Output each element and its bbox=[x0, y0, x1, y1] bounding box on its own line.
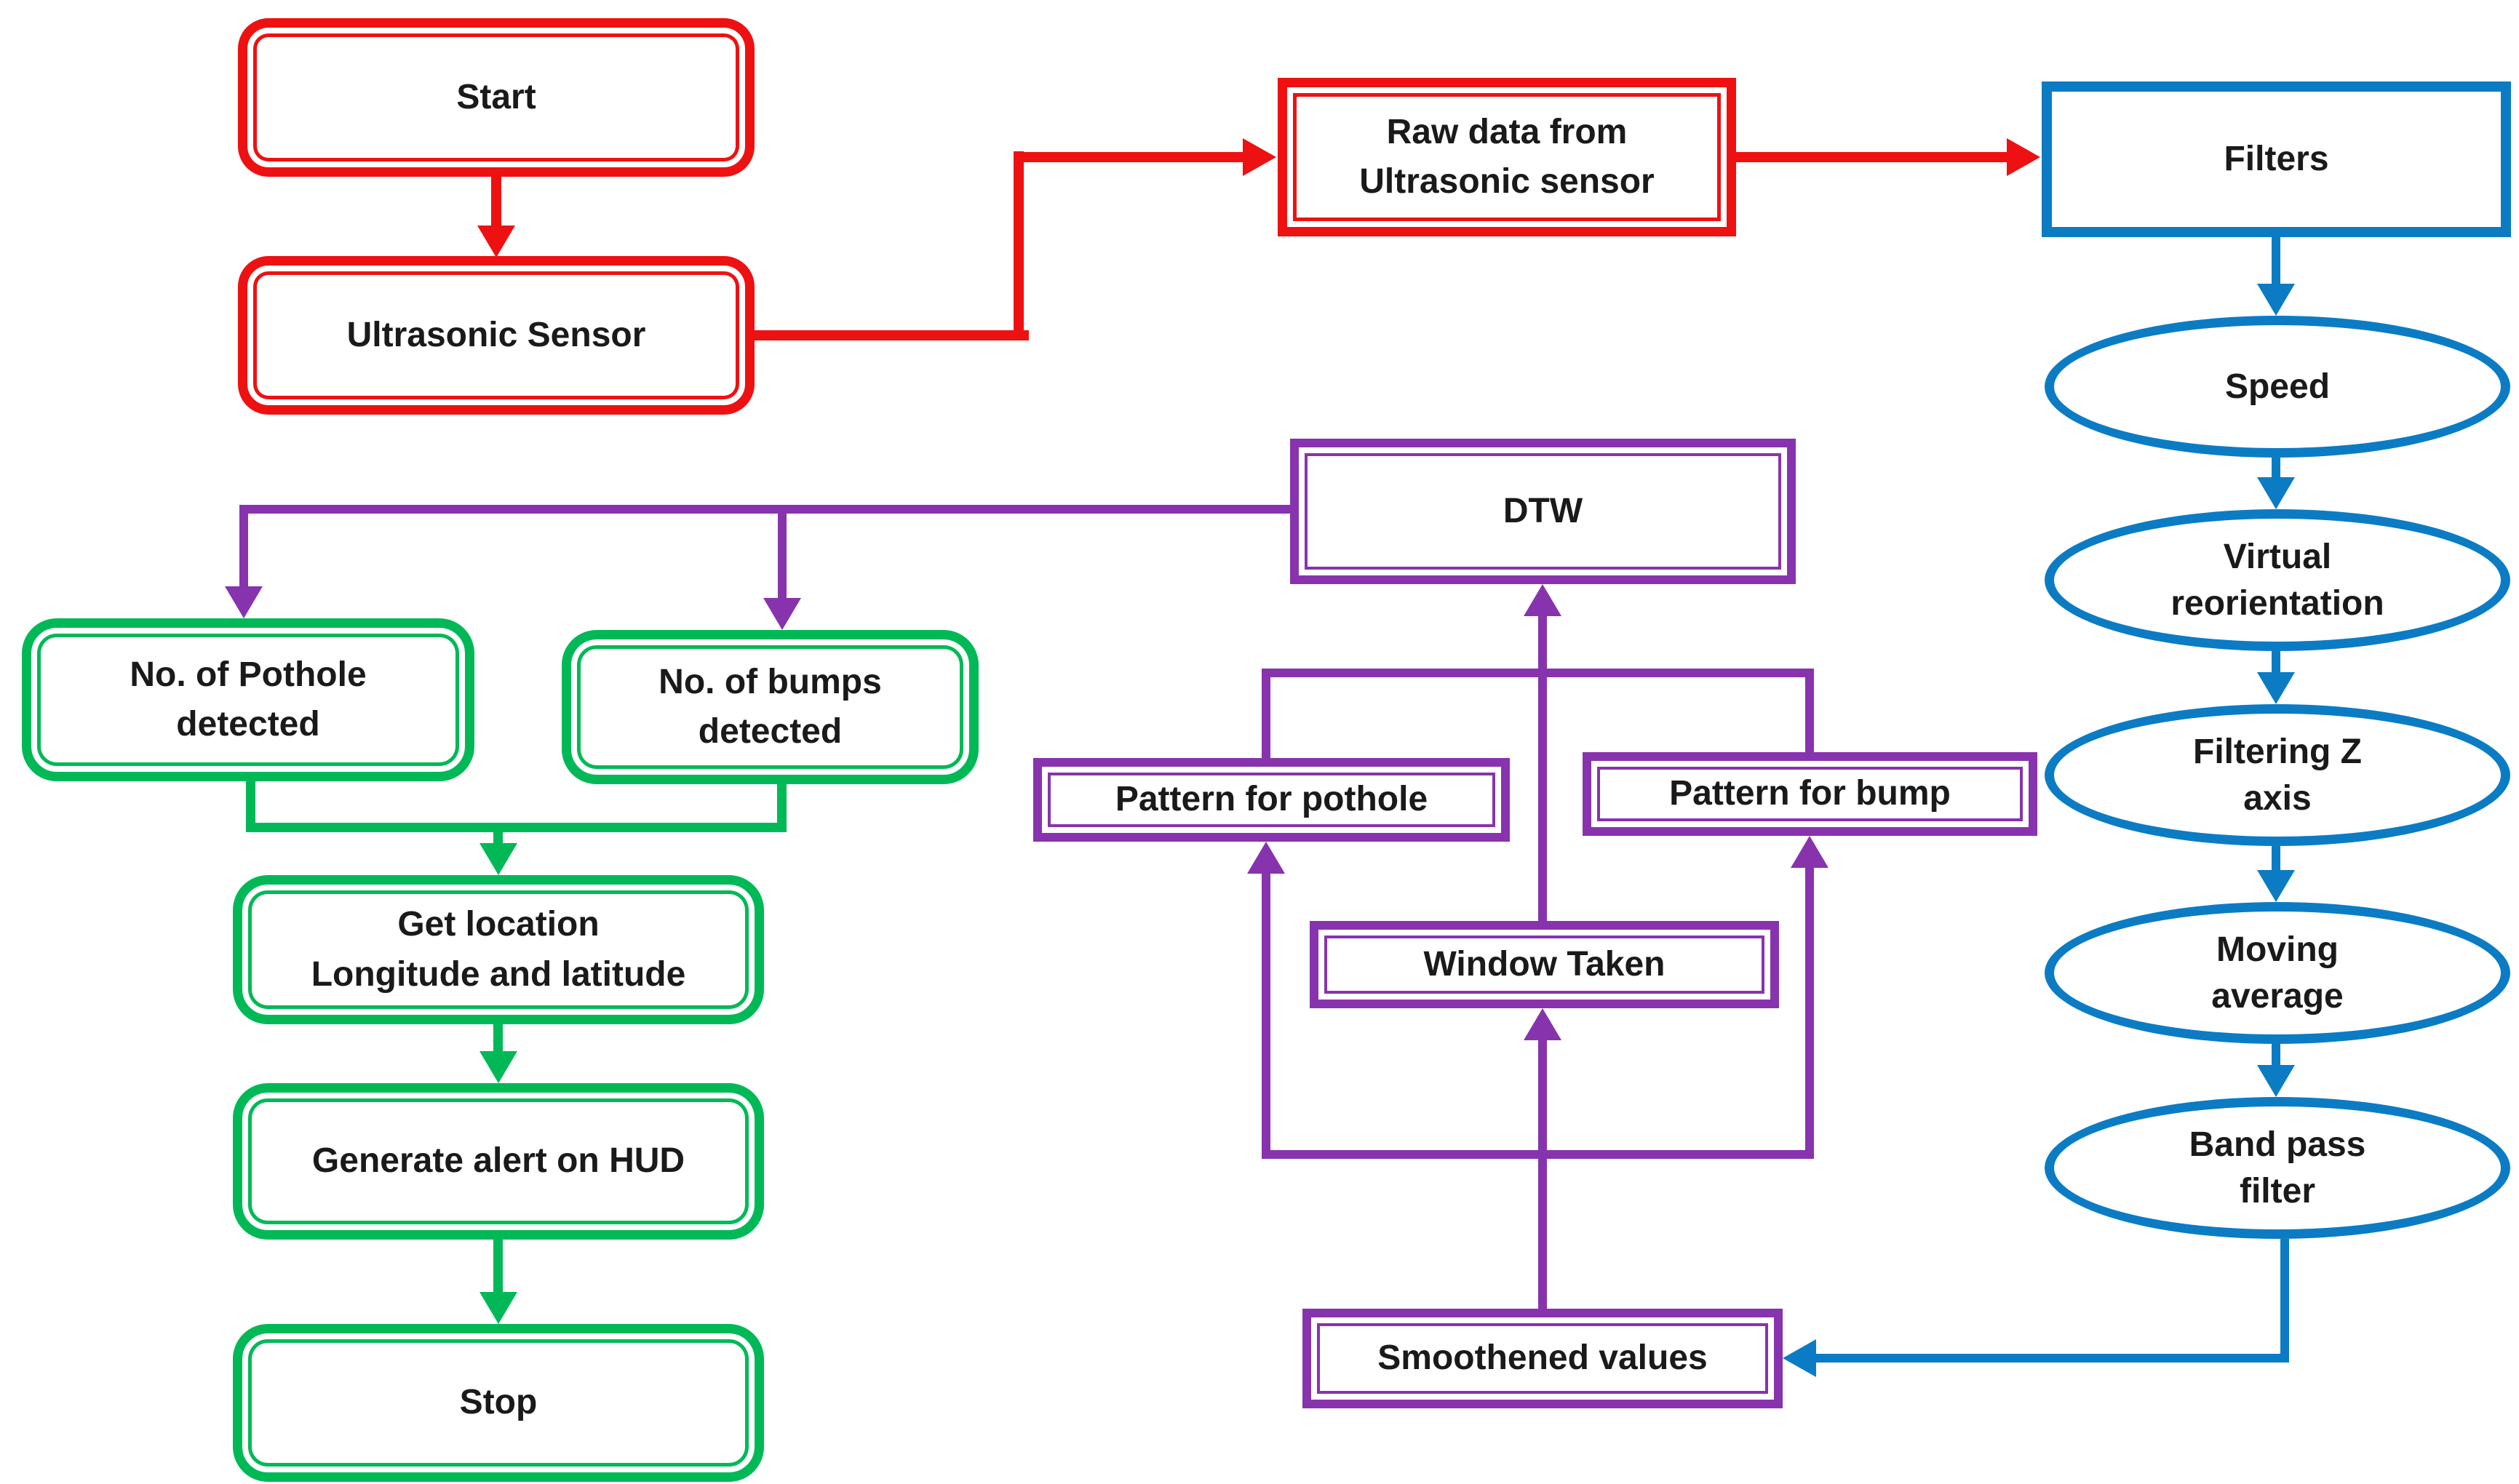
node-virtual-reorientation: Virtual reorientation bbox=[2045, 509, 2510, 651]
edge-branch-left-up bbox=[1262, 874, 1270, 1159]
arrowhead-into-getlocation bbox=[479, 843, 517, 875]
edge-speed-to-virtual bbox=[2272, 458, 2280, 479]
arrowhead-into-pattern-pothole bbox=[1247, 842, 1285, 874]
node-get-location: Get location Longitude and latitude bbox=[233, 875, 764, 1024]
node-pattern-for-pothole-label: Pattern for pothole bbox=[1115, 780, 1428, 819]
node-dtw: DTW bbox=[1290, 439, 1796, 584]
node-get-location-label: Get location Longitude and latitude bbox=[311, 905, 686, 994]
arrowhead-into-alert bbox=[479, 1051, 517, 1083]
node-pothole-count: No. of Pothole detected bbox=[22, 618, 474, 781]
edge-bandpass-to-smoothened bbox=[1813, 1354, 2289, 1363]
arrowhead-into-stop bbox=[479, 1292, 517, 1324]
arrowhead-into-pattern-bump bbox=[1791, 836, 1828, 868]
node-filtering-z-axis-label: Filtering Z axis bbox=[2193, 733, 2362, 818]
node-raw-data: Raw data from Ultrasonic sensor bbox=[1278, 78, 1736, 236]
node-filtering-z-axis: Filtering Z axis bbox=[2045, 704, 2510, 846]
node-bumps-count: No. of bumps detected bbox=[562, 630, 979, 784]
node-pattern-for-bump-label: Pattern for bump bbox=[1669, 774, 1951, 813]
arrowhead-rawdata-to-filters bbox=[2007, 138, 2040, 176]
node-stop: Stop bbox=[233, 1324, 764, 1482]
edge-moving-to-bandpass bbox=[2272, 1044, 2280, 1067]
node-dtw-label: DTW bbox=[1503, 491, 1583, 530]
arrowhead-filteringz-to-moving bbox=[2257, 870, 2295, 902]
node-generate-alert-label: Generate alert on HUD bbox=[311, 1141, 685, 1181]
node-speed-label: Speed bbox=[2224, 367, 2331, 406]
arrowhead-moving-to-bandpass bbox=[2257, 1065, 2295, 1097]
edge-branch-horizontal-lower bbox=[1262, 1150, 1814, 1159]
node-moving-average: Moving average bbox=[2045, 902, 2510, 1044]
node-raw-data-label: Raw data from Ultrasonic sensor bbox=[1359, 112, 1655, 201]
edge-window-to-dtw bbox=[1538, 616, 1547, 921]
node-start-label: Start bbox=[456, 77, 536, 116]
node-virtual-reorientation-label: Virtual reorientation bbox=[2170, 538, 2384, 623]
arrowhead-into-window-taken bbox=[1524, 1008, 1561, 1040]
arrowhead-into-bumps-count bbox=[763, 598, 801, 630]
edge-start-to-ultrasonic bbox=[491, 177, 501, 230]
node-window-taken: Window Taken bbox=[1310, 921, 1779, 1008]
edge-pothole-count-down bbox=[246, 781, 255, 832]
edge-to-rawdata bbox=[1014, 152, 1243, 162]
node-generate-alert: Generate alert on HUD bbox=[233, 1083, 764, 1240]
arrowhead-speed-to-virtual bbox=[2257, 477, 2295, 509]
edge-pattern-pothole-top-connector bbox=[1262, 673, 1270, 758]
node-window-taken-label: Window Taken bbox=[1423, 944, 1666, 984]
node-moving-average-label: Moving average bbox=[2211, 930, 2344, 1016]
node-bumps-count-label: No. of bumps detected bbox=[658, 662, 882, 751]
node-pothole-count-label: No. of Pothole detected bbox=[130, 655, 367, 743]
edge-getlocation-to-alert bbox=[493, 1024, 503, 1056]
edge-pattern-bump-top-connector bbox=[1805, 673, 1814, 752]
edge-down-to-bumps-count bbox=[778, 509, 787, 599]
node-smoothened-values: Smoothened values bbox=[1302, 1309, 1783, 1408]
edge-filters-to-speed bbox=[2272, 237, 2280, 285]
edge-bandpass-down bbox=[2280, 1239, 2289, 1363]
arrowhead-to-rawdata bbox=[1243, 138, 1276, 176]
arrowhead-filters-to-speed bbox=[2257, 284, 2295, 316]
node-stop-label: Stop bbox=[459, 1383, 538, 1422]
node-ultrasonic-sensor-label: Ultrasonic Sensor bbox=[346, 315, 646, 354]
edge-ultrasonic-elbow bbox=[1014, 151, 1024, 340]
edge-branch-right-up bbox=[1805, 868, 1814, 1159]
arrowhead-bandpass-to-smoothened bbox=[1783, 1339, 1816, 1377]
node-band-pass-filter: Band pass filter bbox=[2045, 1097, 2510, 1239]
node-filters: Filters bbox=[2042, 81, 2511, 237]
edge-pattern-merge-horizontal bbox=[1262, 669, 1814, 677]
edge-ultrasonic-out bbox=[755, 330, 1029, 340]
edge-virtual-to-filteringz bbox=[2272, 651, 2280, 674]
edge-down-to-pothole-count bbox=[239, 505, 248, 588]
arrowhead-virtual-to-filteringz bbox=[2257, 672, 2295, 704]
node-pattern-for-pothole: Pattern for pothole bbox=[1033, 758, 1510, 842]
edge-dtw-left-horizontal bbox=[239, 505, 1292, 514]
arrowhead-into-pothole-count bbox=[225, 586, 263, 618]
edge-smoothened-up bbox=[1538, 1040, 1547, 1309]
node-filters-label: Filters bbox=[2224, 139, 2329, 178]
node-pattern-for-bump: Pattern for bump bbox=[1583, 752, 2037, 836]
arrowhead-start-to-ultrasonic bbox=[477, 226, 515, 258]
node-ultrasonic-sensor: Ultrasonic Sensor bbox=[238, 256, 755, 415]
edge-counts-merge-horizontal bbox=[246, 823, 787, 832]
node-band-pass-filter-label: Band pass filter bbox=[2189, 1125, 2366, 1210]
arrowhead-into-dtw bbox=[1524, 584, 1561, 616]
edge-bumps-count-down bbox=[777, 784, 787, 832]
edge-rawdata-to-filters bbox=[1736, 152, 2007, 162]
edge-alert-to-stop bbox=[493, 1240, 503, 1296]
node-start: Start bbox=[238, 18, 755, 177]
node-smoothened-values-label: Smoothened values bbox=[1377, 1339, 1708, 1378]
edge-filteringz-to-moving bbox=[2272, 846, 2280, 872]
node-speed: Speed bbox=[2045, 316, 2510, 458]
